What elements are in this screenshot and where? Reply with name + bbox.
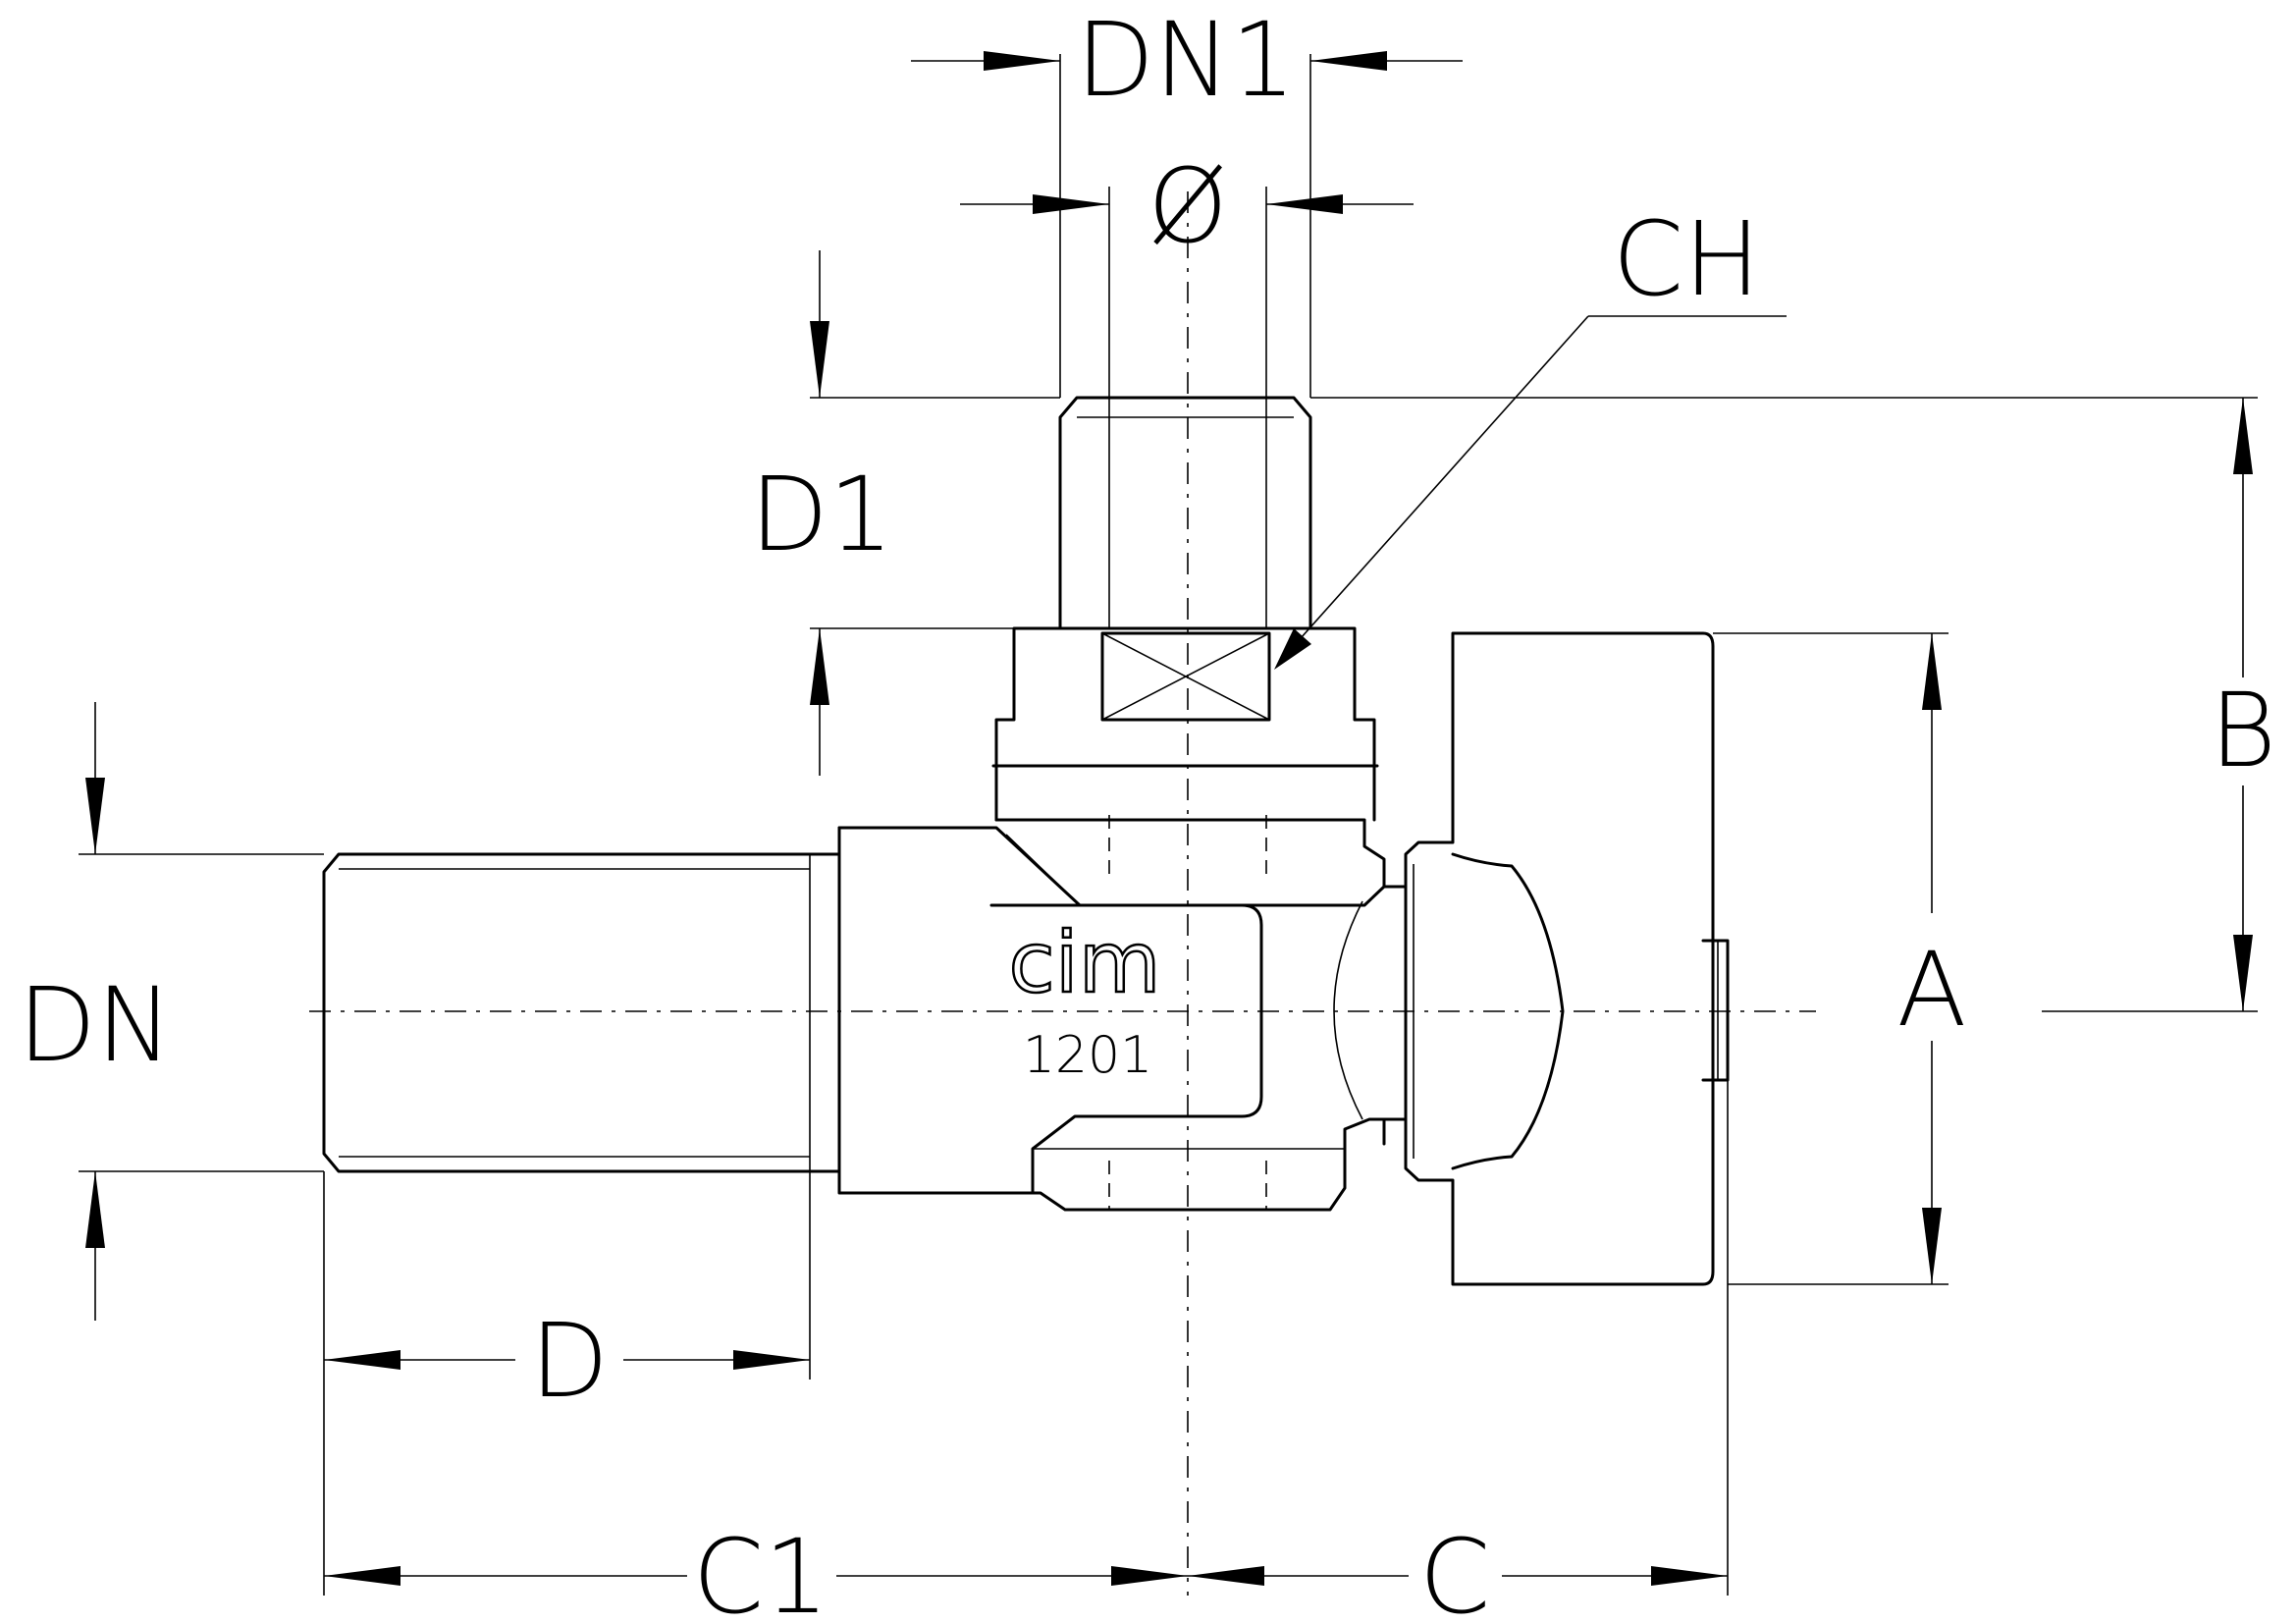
label-ch: CH [1613, 199, 1761, 319]
extension-lines [79, 54, 2258, 1596]
label-b: B [2210, 671, 2276, 790]
label-c: C [1419, 1517, 1491, 1624]
outlet-hex-nut [991, 626, 1379, 822]
label-d: D [530, 1301, 609, 1421]
label-d1: D1 [750, 455, 893, 574]
body-marking: cim 1201 [1007, 913, 1161, 1085]
label-dn: DN [18, 965, 173, 1085]
brand-marking: cim [1009, 914, 1161, 1012]
valve-handle [1333, 631, 1730, 1286]
dimension-arrowheads [85, 51, 2253, 1586]
label-diameter: Ø [1148, 146, 1228, 266]
dimension-labels: DN1 Ø CH D1 B A DN D C1 C [18, 0, 2276, 1624]
label-dn1: DN1 [1076, 0, 1296, 120]
label-c1: C1 [693, 1517, 829, 1624]
outlet-threaded-pipe [1058, 396, 1312, 630]
valve-body [837, 815, 1386, 1212]
label-a: A [1896, 930, 1966, 1050]
model-number: 1201 [1023, 1026, 1152, 1085]
inlet-threaded-pipe [322, 852, 841, 1173]
center-lines [309, 191, 1816, 1596]
